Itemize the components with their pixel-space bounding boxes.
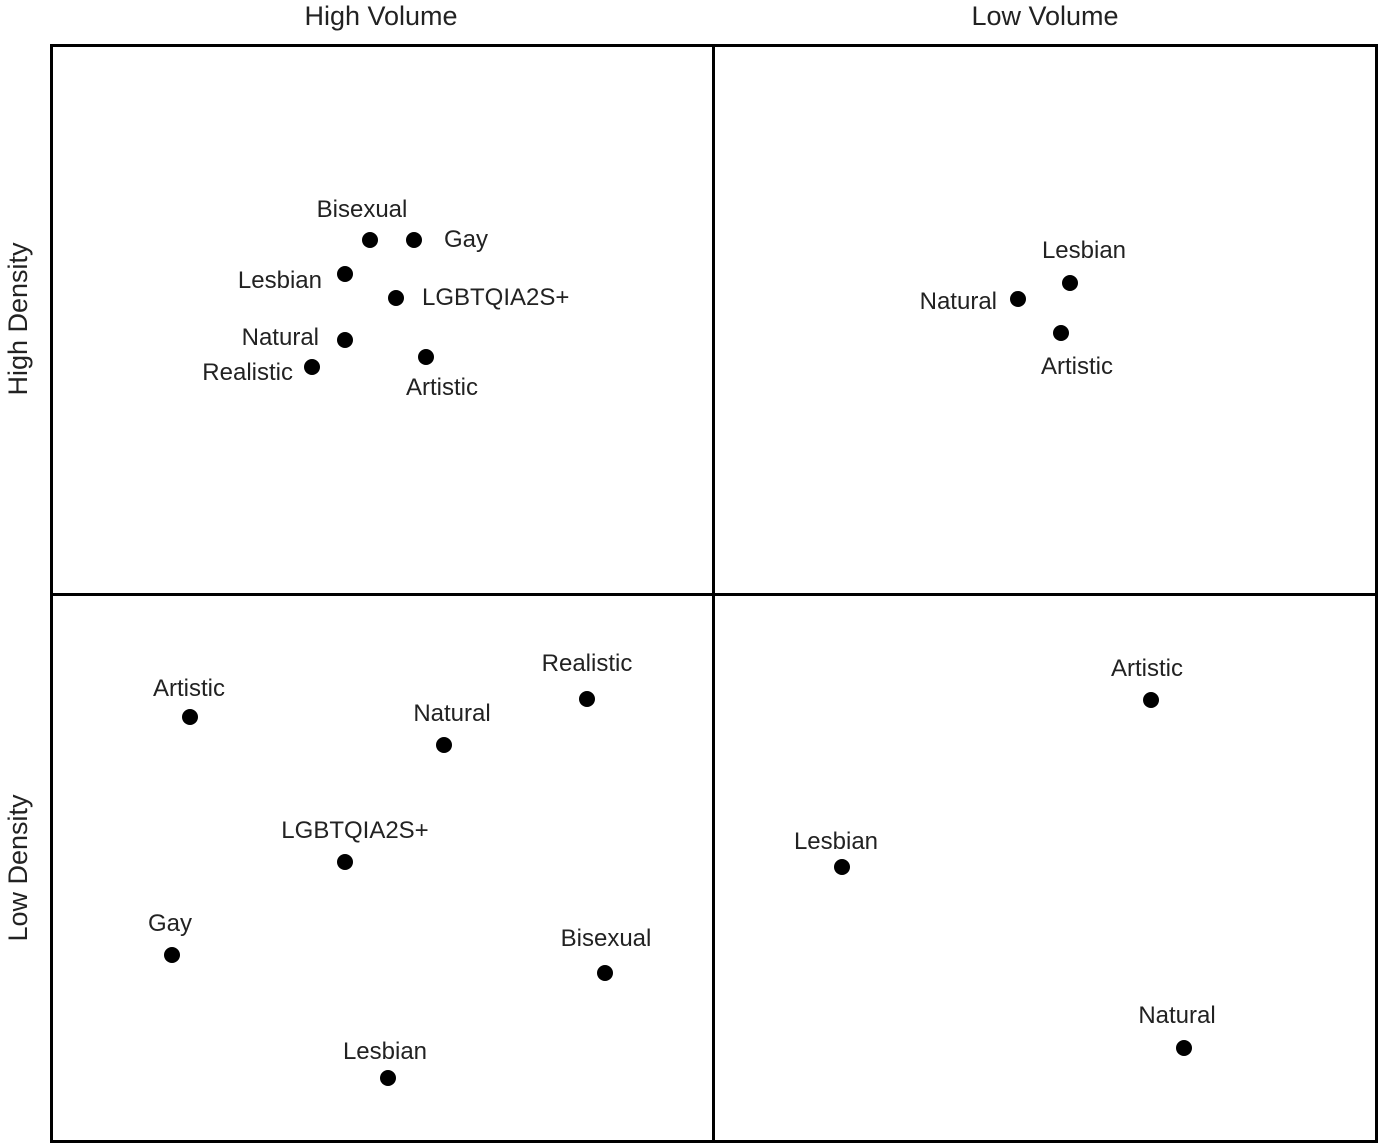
data-point-dot — [388, 290, 404, 306]
data-point-label: Lesbian — [1041, 237, 1127, 264]
data-point-label: Gay — [444, 226, 489, 253]
data-point-label: Bisexual — [560, 925, 652, 952]
data-point-label: Lesbian — [237, 267, 322, 294]
data-point-label: Bisexual — [316, 196, 408, 223]
column-header-high-volume: High Volume — [304, 1, 458, 31]
row-header-high-density: High Density — [3, 242, 33, 396]
data-point-dot — [579, 691, 595, 707]
data-point-label: Artistic — [1041, 353, 1113, 380]
data-point-dot — [436, 737, 452, 753]
data-point-label: Gay — [147, 910, 193, 937]
data-point-label: Artistic — [153, 675, 225, 702]
data-point-dot — [164, 947, 180, 963]
data-point-label: Natural — [919, 288, 997, 315]
data-point-dot — [1062, 275, 1078, 291]
data-point-dot — [1176, 1040, 1192, 1056]
data-point-dot — [1053, 325, 1069, 341]
row-header-low-density: Low Density — [3, 794, 33, 942]
data-point-dot — [380, 1070, 396, 1086]
data-point-label: Artistic — [1111, 655, 1183, 682]
data-point-dot — [1143, 692, 1159, 708]
data-point-dot — [182, 709, 198, 725]
data-point-dot — [1010, 291, 1026, 307]
data-point-dot — [418, 349, 434, 365]
data-point-label: Realistic — [541, 650, 633, 677]
data-point-dot — [304, 359, 320, 375]
data-point-dot — [362, 232, 378, 248]
data-point-label: LGBTQIA2S+ — [281, 817, 429, 844]
data-point-label: Natural — [1138, 1002, 1216, 1029]
horizontal-divider — [50, 593, 1378, 596]
data-point-dot — [337, 266, 353, 282]
data-point-label: Lesbian — [342, 1038, 428, 1065]
column-header-low-volume: Low Volume — [971, 1, 1119, 31]
data-point-label: LGBTQIA2S+ — [422, 284, 570, 311]
data-point-dot — [597, 965, 613, 981]
data-point-dot — [406, 232, 422, 248]
data-point-label: Realistic — [202, 359, 293, 386]
data-point-dot — [337, 332, 353, 348]
data-point-dot — [834, 859, 850, 875]
data-point-label: Artistic — [406, 374, 478, 401]
data-point-label: Lesbian — [793, 828, 879, 855]
data-point-label: Natural — [241, 324, 319, 351]
data-point-dot — [337, 854, 353, 870]
data-point-label: Natural — [413, 700, 491, 727]
